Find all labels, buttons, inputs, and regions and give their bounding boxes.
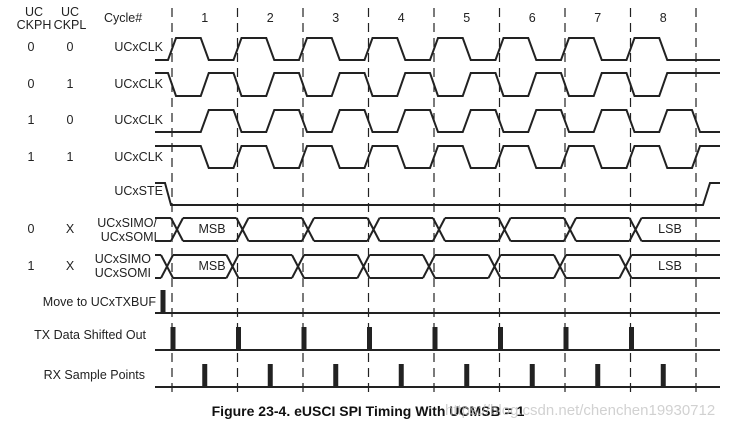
ckpl-value: X: [65, 259, 75, 273]
ckph-value: 1: [27, 113, 35, 127]
data-transition: [422, 254, 436, 279]
lsb-label: LSB: [658, 259, 682, 273]
data-transition: [170, 217, 184, 242]
tx-label: TX Data Shifted Out: [34, 328, 146, 342]
event-pulse: [629, 327, 634, 350]
data-transition: [301, 217, 315, 242]
event-pulse: [202, 364, 208, 387]
watermark: https://blog.csdn.net/chenchen19930712: [445, 402, 716, 419]
move-label: Move to UCxTXBUF: [42, 295, 156, 309]
clock-waveform: [155, 72, 720, 97]
lsb-label: LSB: [658, 222, 682, 236]
signal-label: UCxCLK: [114, 150, 163, 164]
clock-waveform: [155, 37, 720, 61]
event-pulse: [498, 327, 503, 350]
ckpl-value: X: [65, 222, 75, 236]
event-pulse: [529, 364, 535, 387]
data-transition: [563, 217, 577, 242]
data-transition: [291, 254, 305, 279]
data-transition: [235, 217, 250, 242]
cycle-label: 6: [528, 11, 536, 25]
event-pulse: [398, 364, 404, 387]
event-pulse: [236, 327, 241, 350]
data-transition: [628, 217, 643, 242]
msb-label: MSB: [198, 259, 226, 273]
signal-label: UCxSIMO/UCxSOMI: [97, 216, 157, 244]
cycle-label: 3: [332, 11, 340, 25]
header-cycle: Cycle#: [104, 11, 143, 25]
data-transition: [497, 217, 512, 242]
event-pulse: [367, 327, 372, 350]
event-pulse: [563, 327, 569, 350]
cycle-label: 2: [266, 11, 274, 25]
ckpl-value: 1: [66, 77, 74, 91]
event-pulse: [333, 364, 339, 387]
signal-label: UCxCLK: [114, 113, 163, 127]
ckph-value: 0: [27, 40, 35, 54]
event-pulse: [595, 364, 601, 387]
event-pulse: [267, 364, 273, 387]
ckph-value: 1: [27, 150, 35, 164]
event-pulse: [160, 290, 166, 313]
ste-waveform: [155, 182, 720, 206]
data-transition: [618, 254, 633, 279]
ckph-value: 1: [27, 259, 35, 273]
data-transition: [553, 254, 567, 279]
ckpl-value: 1: [66, 150, 74, 164]
event-pulse: [301, 327, 307, 350]
cycle-label: 1: [201, 11, 209, 25]
event-pulse: [660, 364, 666, 387]
rx-label: RX Sample Points: [43, 368, 145, 382]
ckpl-value: 0: [66, 113, 74, 127]
cycle-label: 4: [397, 11, 405, 25]
data-transition: [160, 254, 174, 279]
clock-waveform: [155, 145, 720, 169]
msb-label: MSB: [198, 222, 226, 236]
ckph-value: 0: [27, 222, 35, 236]
signal-label: UCxCLK: [114, 77, 163, 91]
ckpl-value: 0: [66, 40, 74, 54]
event-pulse: [464, 364, 470, 387]
cycle-label: 7: [594, 11, 602, 25]
data-transition: [225, 254, 240, 279]
data-transition: [366, 217, 381, 242]
event-pulse: [432, 327, 438, 350]
cycle-label: 5: [463, 11, 471, 25]
cycle-label: 8: [659, 11, 667, 25]
ckph-value: 0: [27, 77, 35, 91]
data-transition: [432, 217, 446, 242]
signal-label: UCxCLK: [114, 40, 163, 54]
clock-waveform: [155, 109, 720, 133]
data-transition: [356, 254, 371, 279]
event-pulse: [170, 327, 176, 350]
data-transition: [487, 254, 502, 279]
ste-label: UCxSTE: [114, 184, 163, 198]
figure-caption: Figure 23-4. eUSCI SPI Timing With UCMSB…: [211, 403, 525, 419]
